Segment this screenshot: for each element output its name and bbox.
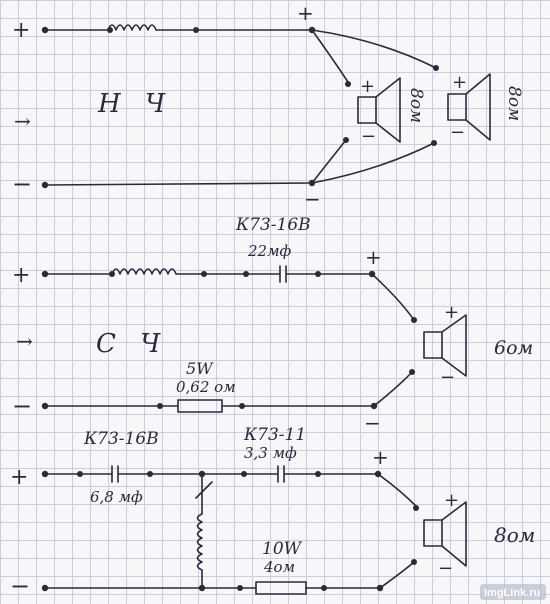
mf-resistor-terminal-left bbox=[157, 403, 163, 409]
hf-speaker-plus: + bbox=[444, 490, 459, 511]
hf-shunt-tap-wire bbox=[195, 481, 213, 499]
lf-speaker-2: + − 8ом bbox=[447, 72, 524, 143]
lf-input-terminal-minus bbox=[41, 181, 49, 189]
mf-inductor-terminal-left bbox=[109, 271, 115, 277]
hf-cap1-terminal-left bbox=[77, 471, 83, 477]
lf-input-terminal-plus bbox=[41, 26, 49, 34]
mf-node-plus-sign: + bbox=[365, 245, 382, 269]
mf-speaker-minus: − bbox=[440, 367, 455, 388]
lf-speaker-1: + − 8ом bbox=[357, 76, 426, 147]
lf-speaker2-magnet bbox=[447, 93, 467, 121]
lf-bottom-wire bbox=[44, 182, 313, 186]
mf-capacitor-type: К73-16В bbox=[235, 215, 311, 235]
mf-speaker: + − 6ом bbox=[423, 302, 533, 388]
lf-speaker2-cone bbox=[465, 73, 491, 141]
hf-input-terminal-plus bbox=[41, 470, 49, 478]
hf-speaker-wires bbox=[377, 473, 417, 589]
watermark-background bbox=[480, 584, 546, 600]
hf-speaker-cone bbox=[441, 501, 467, 567]
mf-speaker-minus-terminal bbox=[409, 369, 415, 375]
hf-resistor-power: 10W bbox=[262, 539, 303, 559]
hf-speaker-impedance: 8ом bbox=[494, 523, 535, 547]
mf-node-minus-sign: − bbox=[364, 411, 381, 435]
mf-section: + − → С Ч + К73-16В 22мф − 5W 0,62 ом + bbox=[12, 215, 533, 435]
hf-top-wire bbox=[44, 465, 379, 483]
mf-input-minus: − bbox=[12, 392, 32, 420]
lf-node-plus-sign: + bbox=[297, 1, 314, 25]
lf-wire-node bbox=[193, 27, 199, 33]
lf-speaker2-plus: + bbox=[452, 72, 467, 93]
hf-cap1-type: К73-16В bbox=[83, 429, 159, 449]
lf-speaker1-cone bbox=[375, 77, 401, 143]
hf-speaker-minus: − bbox=[438, 558, 453, 579]
mf-capacitor-terminal-left bbox=[243, 271, 249, 277]
lf-speaker1-magnet bbox=[357, 96, 377, 124]
mf-speaker-wires bbox=[371, 273, 415, 407]
mf-resistor bbox=[177, 399, 223, 413]
hf-cap2-terminal-left bbox=[241, 471, 247, 477]
mf-inductor-terminal-right bbox=[201, 271, 207, 277]
hf-speaker-magnet bbox=[423, 519, 443, 547]
lf-input-minus: − bbox=[12, 170, 32, 198]
hf-input-minus: − bbox=[10, 572, 30, 600]
mf-input-terminal-plus bbox=[41, 270, 49, 278]
hf-node-plus-sign: + bbox=[372, 445, 389, 469]
hf-cap1-value: 6,8 мф bbox=[90, 488, 143, 506]
mf-speaker-plus: + bbox=[444, 302, 459, 323]
mf-input-arrow: → bbox=[16, 329, 33, 353]
lf-input-arrow: → bbox=[14, 109, 31, 133]
mf-section-label: С Ч bbox=[96, 329, 168, 359]
mf-top-wire bbox=[44, 265, 373, 283]
hf-shunt-node-bottom bbox=[198, 584, 206, 592]
lf-minus-branches bbox=[311, 139, 435, 184]
lf-inductor-terminal-left bbox=[107, 27, 113, 33]
lf-section-label: Н Ч bbox=[97, 89, 173, 119]
mf-resistor-power: 5W bbox=[186, 359, 214, 378]
mf-speaker-impedance: 6ом bbox=[494, 337, 533, 359]
mf-resistor-terminal-right bbox=[239, 403, 245, 409]
hf-resistor-terminal-right bbox=[321, 585, 327, 591]
hf-resistor bbox=[255, 581, 307, 595]
lf-speaker1-plus: + bbox=[360, 76, 375, 97]
hf-cap2-type: К73-11 bbox=[243, 425, 306, 445]
hf-resistor-terminal-left bbox=[237, 585, 243, 591]
mf-input-terminal-minus bbox=[41, 402, 49, 410]
lf-speaker2-plus-terminal bbox=[433, 65, 439, 71]
mf-capacitor-value: 22мф bbox=[247, 242, 292, 260]
lf-speaker1-plus-terminal bbox=[345, 81, 351, 87]
mf-speaker-cone bbox=[441, 314, 467, 377]
lf-speaker1-minus: − bbox=[361, 126, 376, 147]
hf-section: + − + К73-16В 6,8 мф К73-11 3,3 мф 10W 4… bbox=[10, 425, 535, 600]
lf-speaker1-impedance: 8ом bbox=[406, 88, 426, 123]
lf-plus-branches bbox=[311, 29, 437, 83]
watermark: ImgLink.ru bbox=[480, 584, 546, 600]
lf-input-plus: + bbox=[12, 18, 30, 43]
hf-speaker-plus-terminal bbox=[413, 505, 419, 511]
hf-speaker-minus-terminal bbox=[411, 559, 417, 565]
mf-capacitor-terminal-right bbox=[315, 271, 321, 277]
mf-speaker-magnet bbox=[423, 331, 443, 359]
hf-cap2-terminal-right bbox=[315, 471, 321, 477]
lf-speaker2-minus-terminal bbox=[431, 140, 437, 146]
lf-node-minus-sign: − bbox=[304, 187, 321, 211]
mf-resistor-value: 0,62 ом bbox=[176, 378, 236, 396]
mf-speaker-plus-terminal bbox=[411, 317, 417, 323]
hf-shunt-inductor bbox=[196, 473, 203, 589]
hf-cap1-terminal-right bbox=[147, 471, 153, 477]
lf-speaker1-minus-terminal bbox=[343, 137, 349, 143]
lf-speaker2-impedance: 8ом bbox=[504, 86, 524, 121]
hf-input-plus: + bbox=[10, 465, 28, 490]
lf-section: + − → Н Ч + − + − 8ом bbox=[12, 1, 524, 211]
hf-speaker: + − 8ом bbox=[423, 490, 535, 579]
watermark-text: ImgLink.ru bbox=[484, 587, 540, 599]
lf-top-wire bbox=[44, 24, 313, 31]
mf-input-plus: + bbox=[12, 263, 30, 288]
lf-speaker2-minus: − bbox=[450, 122, 465, 143]
hf-input-terminal-minus bbox=[41, 584, 49, 592]
hf-resistor-value: 4ом bbox=[263, 558, 295, 576]
hf-cap2-value: 3,3 мф bbox=[244, 444, 297, 462]
